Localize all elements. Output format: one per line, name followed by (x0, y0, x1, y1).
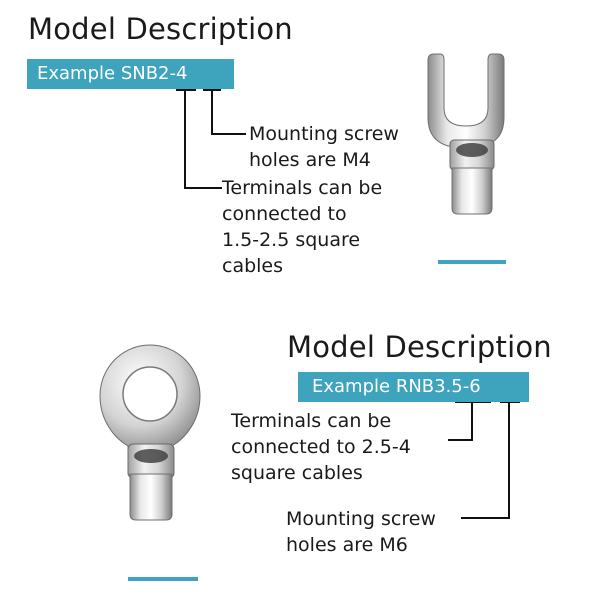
bottom-cable-line-1: Terminals can be (231, 410, 392, 432)
bottom-heading: Model Description (287, 330, 552, 364)
bottom-cable-description: Terminals can be connected to 2.5-4 squa… (231, 408, 411, 486)
bottom-screw-line-1: Mounting screw (286, 508, 436, 530)
top-cable-line-2: connected to (222, 203, 347, 225)
ring-terminal-icon (99, 344, 201, 521)
bottom-screw-line-2: holes are M6 (286, 534, 408, 556)
top-callout-lines (176, 89, 246, 189)
bottom-example-banner: Example RNB3.5-6 (298, 372, 529, 402)
top-cable-description: Terminals can be connected to 1.5-2.5 sq… (222, 175, 382, 279)
top-cable-line-4: cables (222, 255, 284, 277)
top-screw-description: Mounting screw holes are M4 (249, 121, 399, 173)
top-example-banner: Example SNB2-4 (27, 59, 234, 89)
top-cable-leader (184, 90, 222, 189)
bottom-screw-leader (461, 402, 510, 519)
bottom-cable-line-2: connected to 2.5-4 (231, 436, 411, 458)
top-heading: Model Description (28, 12, 293, 46)
bottom-callout-lines (448, 401, 520, 519)
top-screw-line-2: holes are M4 (249, 149, 371, 171)
top-cable-line-1: Terminals can be (222, 177, 383, 199)
top-accent-underline (438, 260, 506, 264)
top-screw-line-1: Mounting screw (249, 123, 399, 145)
top-screw-leader (211, 90, 246, 135)
bottom-accent-underline (128, 577, 198, 581)
bottom-cable-line-3: square cables (231, 462, 363, 484)
bottom-screw-description: Mounting screw holes are M6 (286, 506, 436, 558)
fork-terminal-icon (427, 53, 505, 215)
top-cable-line-3: 1.5-2.5 square (222, 229, 361, 251)
bottom-cable-leader (448, 402, 473, 441)
